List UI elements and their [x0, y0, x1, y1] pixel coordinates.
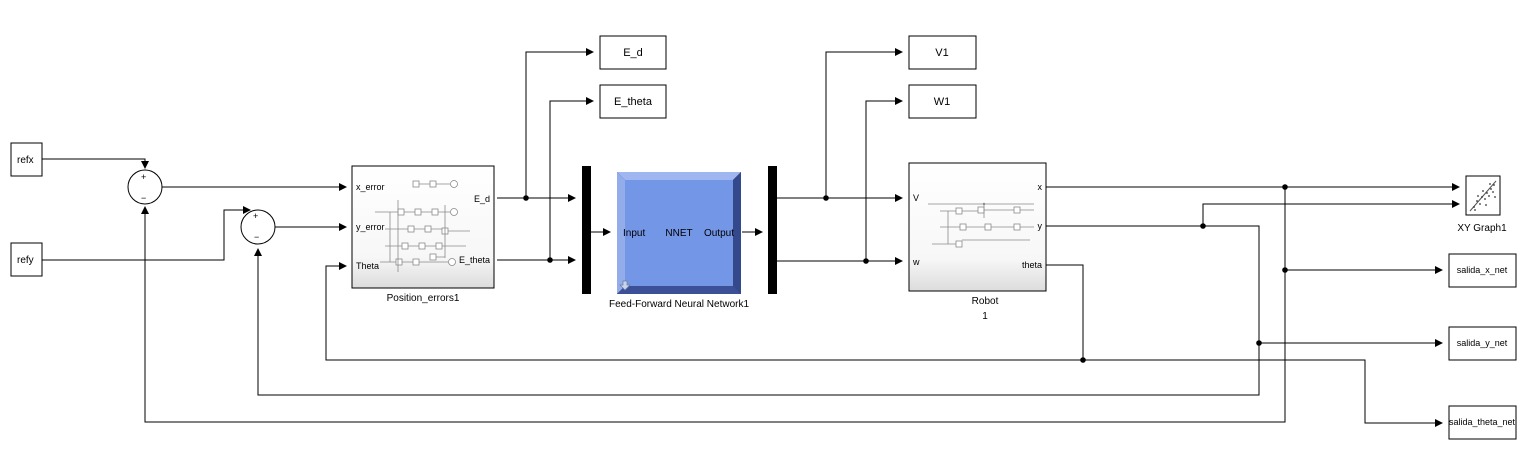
port-theta-in: Theta: [356, 261, 379, 271]
demux-bar[interactable]: [768, 166, 777, 294]
v1-display[interactable]: V1: [908, 35, 977, 70]
port-y-error: y_error: [356, 222, 385, 232]
e-d-display[interactable]: E_d: [599, 35, 667, 70]
mux-bar[interactable]: [582, 166, 591, 294]
subsystem-preview-icon: [928, 202, 1034, 248]
position-errors-name: Position_errors1: [387, 293, 460, 304]
mask-arrow-icon[interactable]: [619, 280, 631, 291]
salida-theta-net-block[interactable]: salida_theta_net: [1448, 405, 1517, 440]
salida-x-net-label: salida_x_net: [1457, 265, 1508, 275]
position-errors-block[interactable]: x_error y_error Theta E_d E_theta Positi…: [351, 165, 495, 304]
salida-x-net-block[interactable]: salida_x_net: [1448, 253, 1517, 288]
robot-block[interactable]: V w x y theta Robot 1: [908, 162, 1047, 322]
port-e-d: E_d: [474, 194, 490, 204]
sum1-block[interactable]: + −: [127, 169, 163, 205]
xy-graph-block[interactable]: XY Graph1: [1457, 175, 1507, 234]
nnet-input-port: Input: [623, 228, 645, 239]
salida-y-net-label: salida_y_net: [1457, 338, 1508, 348]
refy-label: refy: [17, 255, 34, 266]
refx-label: refx: [17, 155, 34, 166]
robot-port-theta: theta: [1022, 260, 1042, 270]
e-d-display-label: E_d: [623, 47, 643, 59]
signal-lines[interactable]: [42, 48, 1460, 427]
robot-name: Robot: [972, 296, 999, 307]
sum2-plus: +: [253, 211, 258, 221]
w1-display[interactable]: W1: [908, 84, 977, 119]
robot-port-y: y: [1038, 221, 1043, 231]
port-x-error: x_error: [356, 182, 385, 192]
subsystem-preview-icon: [375, 180, 470, 272]
xy-graph-name: XY Graph1: [1457, 223, 1507, 234]
scatter-plot-icon: [1469, 180, 1497, 212]
refy-block[interactable]: refy: [10, 242, 43, 277]
v1-display-label: V1: [935, 47, 948, 59]
w1-display-label: W1: [934, 96, 951, 108]
salida-y-net-block[interactable]: salida_y_net: [1448, 326, 1517, 361]
nnet-block[interactable]: Input NNET Output Feed-Forward Neural Ne…: [609, 172, 749, 310]
e-theta-display-label: E_theta: [614, 96, 653, 108]
sum1-minus: −: [141, 193, 146, 203]
sum1-plus: +: [141, 172, 146, 182]
nnet-output-port: Output: [704, 228, 734, 239]
e-theta-display[interactable]: E_theta: [599, 84, 667, 119]
robot-port-x: x: [1038, 182, 1043, 192]
salida-theta-net-label: salida_theta_net: [1449, 417, 1516, 427]
refx-block[interactable]: refx: [10, 142, 43, 177]
robot-port-w: w: [912, 257, 920, 267]
nnet-center-label: NNET: [665, 228, 692, 239]
sum2-minus: −: [254, 232, 259, 242]
robot-port-v: V: [913, 193, 919, 203]
sum2-block[interactable]: + −: [240, 209, 276, 245]
port-e-theta: E_theta: [459, 255, 490, 265]
nnet-name: Feed-Forward Neural Network1: [609, 299, 749, 310]
robot-subname: 1: [982, 311, 988, 322]
